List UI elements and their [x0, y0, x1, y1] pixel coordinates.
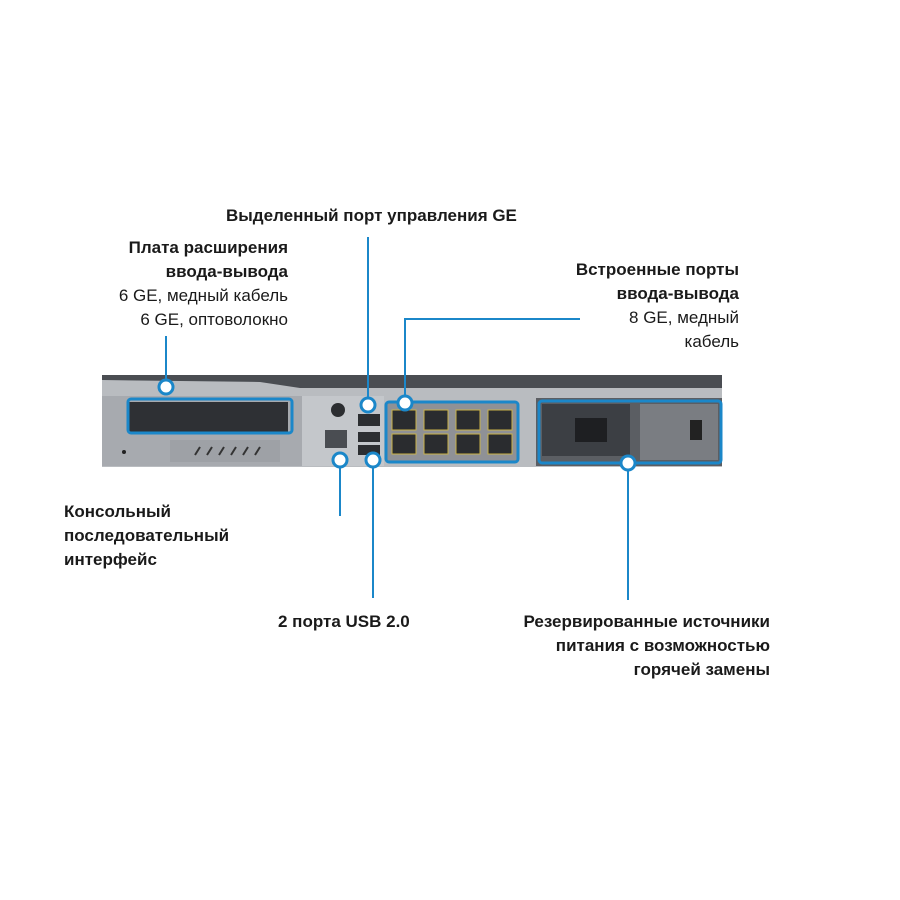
callout-dots [157, 378, 637, 472]
builtin-ports-detail-2: кабель [684, 332, 739, 351]
builtin-ports-title-1: Встроенные порты [575, 260, 739, 279]
io-card-detail-1: 6 GE, медный кабель [118, 286, 288, 305]
io-card-detail-2: 6 GE, оптоволокно [140, 310, 288, 329]
mgmt-port-label: Выделенный порт управления GE [226, 204, 517, 228]
psu-label: Резервированные источники питания с возм… [470, 610, 770, 682]
builtin-ports-label: Встроенные порты ввода-вывода 8 GE, медн… [530, 258, 739, 354]
console-line-3: интерфейс [64, 550, 157, 569]
builtin-ports-title-2: ввода-вывода [616, 284, 739, 303]
builtin-ports-dot [396, 394, 414, 412]
psu-dot [619, 454, 637, 472]
psu-line-1: Резервированные источники [523, 612, 770, 631]
io-card-title-1: Плата расширения [128, 238, 288, 257]
chassis [102, 375, 722, 467]
io-card-dot [157, 378, 175, 396]
usb-title: 2 порта USB 2.0 [278, 612, 410, 631]
console-line-1: Консольный [64, 502, 171, 521]
builtin-ports-detail-1: 8 GE, медный [629, 308, 739, 327]
console-label: Консольный последовательный интерфейс [64, 500, 229, 572]
io-card-label: Плата расширения ввода-вывода 6 GE, медн… [60, 236, 288, 332]
console-line-2: последовательный [64, 526, 230, 545]
io-card-title-2: ввода-вывода [165, 262, 288, 281]
psu-line-2: питания с возможностью [555, 636, 770, 655]
builtin-ports-highlight [384, 400, 520, 464]
usb-label: 2 порта USB 2.0 [278, 610, 410, 634]
mgmt-port-dot [359, 396, 377, 414]
io-card-highlight [126, 397, 294, 435]
mgmt-port-title: Выделенный порт управления GE [226, 206, 517, 225]
console-dot [331, 451, 349, 469]
leader-lines [165, 237, 629, 600]
usb-dot [364, 451, 382, 469]
psu-line-3: горячей замены [633, 660, 770, 679]
